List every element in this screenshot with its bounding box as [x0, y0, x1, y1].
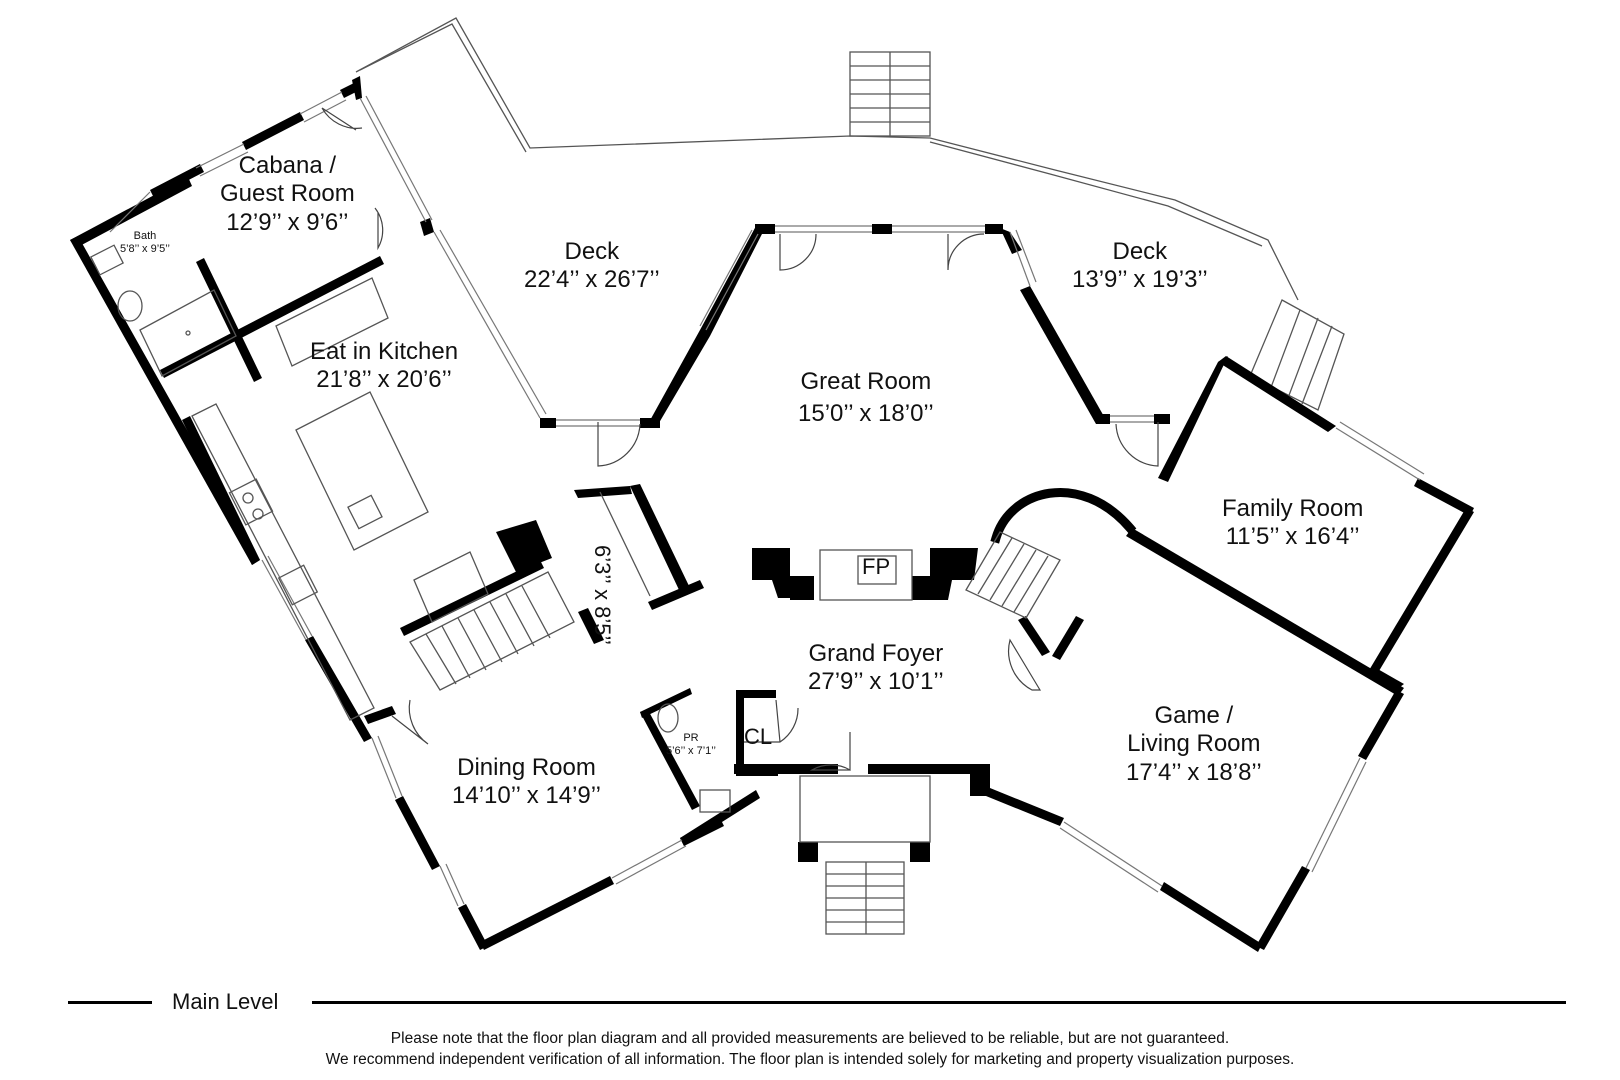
floor-plan-drawing: [70, 17, 1474, 952]
room-dimensions: 12’9’’ x 9’6’’: [226, 208, 349, 236]
room-dimensions: 11’5’’ x 16’4’’: [1225, 523, 1360, 551]
exterior-walls: [70, 76, 1474, 952]
disclaimer-line-2: We recommend independent verification of…: [325, 1050, 1295, 1068]
doors: [321, 107, 1159, 772]
deck-stairs-right: [1249, 299, 1345, 411]
room-name: Game /: [1154, 702, 1234, 729]
room-name: Bath: [133, 230, 157, 242]
room-dimensions: 22’4’’ x 26’7’’: [524, 266, 660, 294]
disclaimer-line-1: Please note that the floor plan diagram …: [390, 1030, 1230, 1047]
room-dimensions: 14’10’’ x 14’9’’: [452, 782, 602, 810]
entry-stairs: [799, 775, 931, 935]
room-name: FP: [862, 554, 891, 579]
footer-rule-right: [312, 1001, 1566, 1004]
room-name: CL: [744, 724, 773, 749]
room-name: Great Room: [800, 368, 932, 395]
windows: [109, 91, 1425, 907]
room-label-closet: CL: [744, 724, 772, 750]
room-dimensions: 5’8’’ x 9’5’’: [120, 242, 170, 255]
room-label-game-room: Game / Living Room 17’4’’ x 18’8’’: [1126, 702, 1262, 787]
room-dimensions: 5’6’’ x 7’1’’: [666, 744, 716, 757]
footer-rule-left: [68, 1001, 152, 1004]
room-name: Family Room: [1222, 495, 1364, 522]
room-dimensions: 15’0’’ x 18’0’’: [798, 400, 934, 428]
deck-stairs-top: [849, 51, 931, 137]
room-label-grand-foyer: Grand Foyer 27’9’’ x 10’1’’: [808, 640, 944, 697]
room-label-great-room: Great Room 15’0’’ x 18’0’’: [798, 368, 934, 429]
room-dimensions: 6’3’’ x 8’5’’: [589, 545, 615, 645]
kitchen-stairs: [409, 551, 575, 691]
room-label-deck-right: Deck 13’9’’ x 19’3’’: [1072, 238, 1208, 295]
room-name: Dining Room: [457, 754, 596, 781]
level-label: Main Level: [172, 989, 279, 1014]
room-label-kitchen: Eat in Kitchen 21’8’’ x 20’6’’: [310, 338, 458, 395]
deck-outline: [355, 17, 1299, 301]
room-label-powder-room: PR 5’6’’ x 7’1’’: [666, 732, 716, 758]
room-label-dining-room: Dining Room 14’10’’ x 14’9’’: [452, 754, 601, 811]
disclaimer: Please note that the floor plan diagram …: [0, 1029, 1620, 1071]
foyer-stairs: [965, 531, 1061, 619]
room-label-deck-left: Deck 22’4’’ x 26’7’’: [524, 238, 660, 295]
fixtures: [90, 244, 913, 813]
room-dimensions: 13’9’’ x 19’3’’: [1072, 266, 1208, 294]
room-label-bath: Bath 5’8’’ x 9’5’’: [120, 230, 170, 256]
room-name: Deck: [1112, 238, 1168, 265]
room-name-line2: Guest Room: [220, 180, 355, 208]
room-name: Cabana /: [238, 152, 337, 179]
room-dimensions: 27’9’’ x 10’1’’: [808, 668, 944, 696]
room-name: Grand Foyer: [808, 640, 944, 667]
room-name: Eat in Kitchen: [310, 338, 459, 365]
room-name-line2: Living Room: [1127, 730, 1261, 758]
room-dimensions: 17’4’’ x 18’8’’: [1126, 758, 1262, 786]
room-name: PR: [683, 732, 699, 744]
room-label-cabana: Cabana / Guest Room 12’9’’ x 9’6’’: [220, 152, 355, 237]
room-dimensions: 21’8’’ x 20’6’’: [316, 366, 452, 394]
room-label-fireplace: FP: [862, 554, 890, 580]
room-label-family-room: Family Room 11’5’’ x 16’4’’: [1222, 495, 1363, 552]
room-label-stair-dims: 6’3’’ x 8’5’’: [589, 545, 615, 645]
room-name: Deck: [564, 238, 620, 265]
